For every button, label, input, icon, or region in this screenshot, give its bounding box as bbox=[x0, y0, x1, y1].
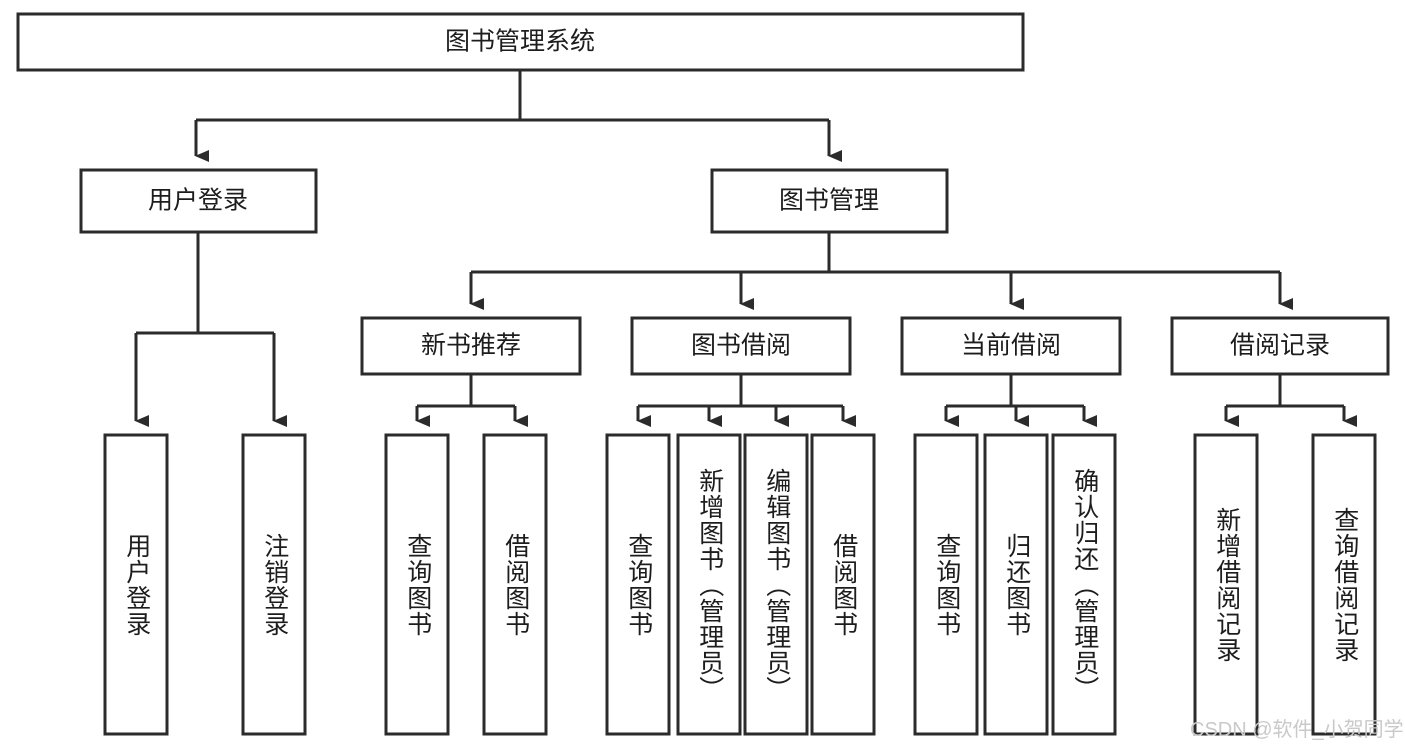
node-root-label: 图书管理系统 bbox=[445, 28, 595, 56]
node-new-book-recommend[interactable]: 新书推荐 bbox=[360, 316, 582, 376]
node-new-book-recommend-label: 新书推荐 bbox=[421, 332, 521, 360]
leaf-query-book-2-box[interactable] bbox=[605, 433, 671, 736]
leaf-query-book-3-box[interactable] bbox=[913, 433, 979, 736]
node-book-manage-box[interactable] bbox=[710, 168, 949, 234]
leaf-add-record-box[interactable] bbox=[1193, 433, 1259, 736]
node-user-login-label: 用户登录 bbox=[148, 187, 248, 215]
leaf-user-login-box[interactable] bbox=[103, 433, 169, 736]
node-root[interactable]: 图书管理系统 bbox=[16, 12, 1025, 72]
node-current-borrow-box[interactable] bbox=[900, 316, 1122, 376]
leaf-query-book-1-box[interactable] bbox=[384, 433, 450, 736]
node-borrow-record[interactable]: 借阅记录 bbox=[1170, 316, 1390, 376]
leaf-user-logout-box[interactable] bbox=[241, 433, 307, 736]
node-user-login-box[interactable] bbox=[79, 168, 318, 234]
node-borrow-record-label: 借阅记录 bbox=[1230, 332, 1330, 360]
leaf-boxes-layer bbox=[103, 433, 1377, 736]
leaf-borrow-book-1-box[interactable] bbox=[482, 433, 548, 736]
leaf-edit-book-box[interactable] bbox=[743, 433, 809, 736]
leaf-add-book-box[interactable] bbox=[676, 433, 742, 736]
node-root-box[interactable] bbox=[16, 12, 1025, 72]
leaf-return-book-box[interactable] bbox=[983, 433, 1049, 736]
leaf-query-record-box[interactable] bbox=[1311, 433, 1377, 736]
node-book-borrow[interactable]: 图书借阅 bbox=[630, 316, 852, 376]
leaf-confirm-return-box[interactable] bbox=[1051, 433, 1117, 736]
node-current-borrow-label: 当前借阅 bbox=[961, 332, 1061, 360]
node-book-borrow-box[interactable] bbox=[630, 316, 852, 376]
node-borrow-record-box[interactable] bbox=[1170, 316, 1390, 376]
csdn-watermark: CSDN @软件_小贺同学 bbox=[1190, 719, 1404, 741]
node-book-manage[interactable]: 图书管理 bbox=[710, 168, 949, 234]
node-user-login[interactable]: 用户登录 bbox=[79, 168, 318, 234]
leaf-borrow-book-2-box[interactable] bbox=[810, 433, 876, 736]
node-book-manage-label: 图书管理 bbox=[779, 187, 879, 215]
node-new-book-recommend-box[interactable] bbox=[360, 316, 582, 376]
connector-layer bbox=[134, 70, 1357, 427]
node-current-borrow[interactable]: 当前借阅 bbox=[900, 316, 1122, 376]
node-book-borrow-label: 图书借阅 bbox=[691, 332, 791, 360]
